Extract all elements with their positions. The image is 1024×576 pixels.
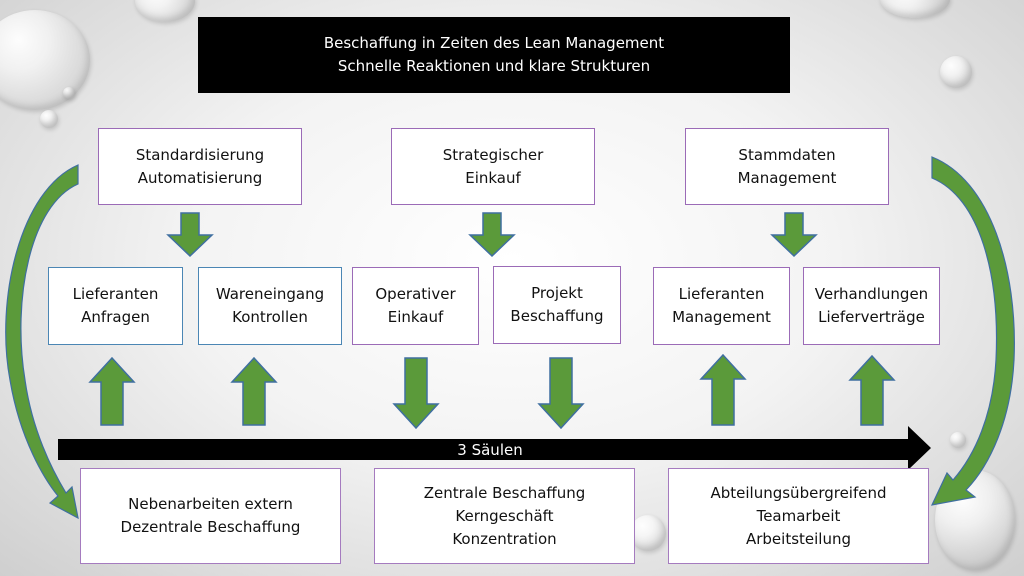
mid-box-wareneingang: Wareneingang Kontrollen: [198, 267, 342, 345]
box-line: Abteilungsübergreifend: [710, 483, 887, 502]
box-line: Projekt: [531, 284, 583, 302]
box-line: Einkauf: [465, 168, 521, 187]
box-line: Lieferanten: [678, 285, 765, 303]
box-line: Strategischer: [442, 145, 544, 164]
water-drop: [940, 56, 972, 88]
box-line: Konzentration: [452, 529, 557, 548]
box-line: Anfragen: [81, 308, 150, 326]
box-line: Einkauf: [387, 308, 444, 326]
box-line: Operativer: [375, 285, 456, 303]
box-line: Kontrollen: [232, 308, 308, 326]
box-line: Kerngeschäft: [455, 506, 554, 525]
title-line-2: Schnelle Reaktionen und klare Strukturen: [337, 57, 651, 75]
top-box-standardisierung: Standardisierung Automatisierung: [98, 128, 302, 205]
box-line: Arbeitsteilung: [745, 529, 852, 548]
box-line: Lieferanten: [72, 285, 159, 303]
mid-box-lieferanten-management: Lieferanten Management: [653, 267, 790, 345]
down-arrow-icon: [537, 357, 585, 430]
box-line: Zentrale Beschaffung: [423, 483, 586, 502]
water-drop: [880, 0, 950, 18]
water-drop: [630, 515, 666, 551]
top-box-strategischer-einkauf: Strategischer Einkauf: [391, 128, 595, 205]
title-banner: Beschaffung in Zeiten des Lean Managemen…: [198, 17, 790, 93]
down-arrow-icon: [468, 212, 516, 258]
curved-arrow-right-icon: [930, 156, 1015, 506]
water-drop: [135, 0, 195, 22]
box-line: Lieferverträge: [818, 308, 925, 326]
title-line-1: Beschaffung in Zeiten des Lean Managemen…: [323, 34, 665, 52]
down-arrow-icon: [166, 212, 214, 258]
mid-box-operativer-einkauf: Operativer Einkauf: [352, 267, 479, 345]
box-line: Stammdaten: [738, 145, 836, 164]
up-arrow-icon: [699, 353, 747, 426]
mid-box-projekt-beschaffung: Projekt Beschaffung: [493, 266, 621, 344]
mid-box-verhandlungen: Verhandlungen Lieferverträge: [803, 267, 940, 345]
box-line: Teamarbeit: [756, 506, 841, 525]
water-drop: [40, 110, 58, 128]
bottom-box-zentrale-beschaffung: Zentrale Beschaffung Kerngeschäft Konzen…: [374, 468, 635, 564]
up-arrow-icon: [88, 356, 136, 426]
up-arrow-icon: [848, 354, 896, 426]
water-drop: [63, 87, 75, 99]
water-drop: [0, 10, 90, 110]
axis-label: 3 Säulen: [457, 441, 523, 459]
pillars-arrow: [58, 426, 931, 470]
box-line: Management: [672, 308, 771, 326]
up-arrow-icon: [230, 356, 278, 426]
box-line: Beschaffung: [510, 307, 604, 325]
down-arrow-icon: [770, 212, 818, 258]
mid-box-lieferanten-anfragen: Lieferanten Anfragen: [48, 267, 183, 345]
water-drop: [950, 432, 966, 448]
bottom-box-abteilungsuebergreifend: Abteilungsübergreifend Teamarbeit Arbeit…: [668, 468, 929, 564]
bottom-box-nebenarbeiten: Nebenarbeiten extern Dezentrale Beschaff…: [80, 468, 341, 564]
down-arrow-icon: [392, 357, 440, 430]
box-line: Standardisierung: [135, 145, 265, 164]
box-line: Automatisierung: [137, 168, 263, 187]
box-line: Verhandlungen: [814, 285, 929, 303]
box-line: Management: [737, 168, 837, 187]
curved-arrow-left-icon: [5, 164, 79, 520]
box-line: Nebenarbeiten extern: [128, 495, 293, 513]
box-line: Dezentrale Beschaffung: [120, 518, 301, 536]
box-line: Wareneingang: [215, 285, 325, 303]
top-box-stammdaten: Stammdaten Management: [685, 128, 889, 205]
